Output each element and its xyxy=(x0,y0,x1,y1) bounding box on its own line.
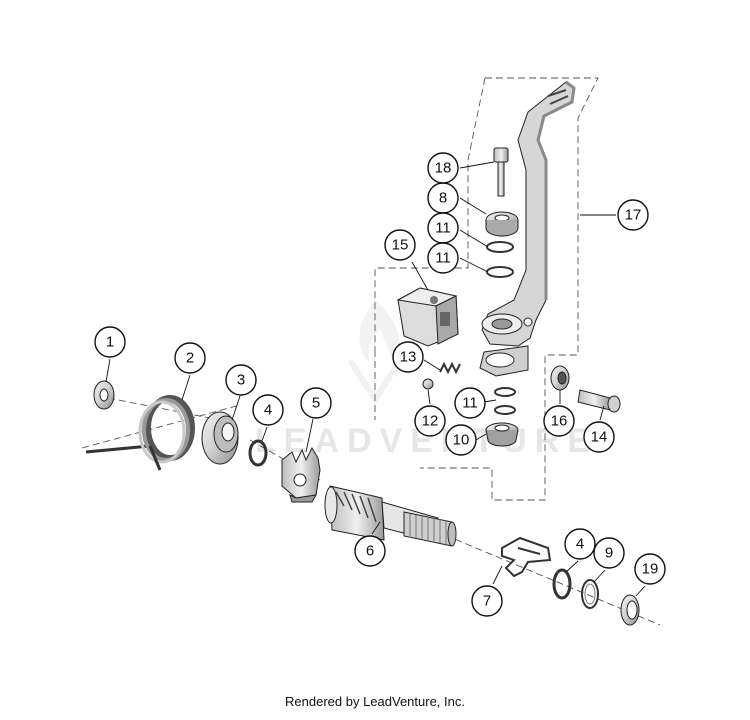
part-13-small-spring xyxy=(439,361,461,375)
svg-text:13: 13 xyxy=(400,349,417,366)
callout-19: 19 xyxy=(634,553,666,585)
part-6-kickstart-shaft xyxy=(324,485,457,547)
callout-4-lower: 4 xyxy=(564,528,596,560)
part-2-spring xyxy=(85,395,195,471)
callout-9: 9 xyxy=(593,537,625,569)
svg-text:15: 15 xyxy=(392,237,409,254)
svg-text:18: 18 xyxy=(435,160,452,177)
callout-16: 16 xyxy=(543,405,575,437)
callout-8: 8 xyxy=(427,182,459,214)
callout-1: 1 xyxy=(94,326,126,358)
svg-text:2: 2 xyxy=(186,350,194,367)
part-4-circlip xyxy=(248,439,268,467)
callout-15: 15 xyxy=(384,229,416,261)
svg-text:10: 10 xyxy=(453,432,470,449)
callout-5: 5 xyxy=(300,387,332,419)
svg-text:8: 8 xyxy=(439,190,447,207)
part-10-bushing-lower xyxy=(485,422,519,447)
part-12-ball xyxy=(422,378,434,390)
callout-2: 2 xyxy=(174,342,206,374)
callout-7: 7 xyxy=(471,585,503,617)
callout-11-b: 11 xyxy=(427,242,459,274)
callout-10: 10 xyxy=(445,424,477,456)
callout-17: 17 xyxy=(617,199,649,231)
svg-text:3: 3 xyxy=(237,372,245,389)
part-9-shim-washer xyxy=(581,579,599,609)
svg-text:19: 19 xyxy=(642,561,659,578)
callout-11-c: 11 xyxy=(454,387,486,419)
part-5-ratchet xyxy=(281,446,321,503)
part-17-kick-lever xyxy=(479,80,576,377)
callout-6: 6 xyxy=(354,535,386,567)
svg-text:14: 14 xyxy=(591,429,608,446)
svg-text:11: 11 xyxy=(462,395,478,412)
callout-12: 12 xyxy=(414,405,446,437)
leader-lines xyxy=(105,161,646,597)
rendered-by-caption: Rendered by LeadVenture, Inc. xyxy=(285,694,465,709)
part-19-seal-ring xyxy=(620,594,640,626)
part-11-o-rings-upper xyxy=(486,241,514,278)
svg-text:17: 17 xyxy=(625,207,642,224)
callout-18: 18 xyxy=(427,152,459,184)
part-18-bolt xyxy=(493,147,509,197)
svg-text:11: 11 xyxy=(435,220,451,237)
callout-4-upper: 4 xyxy=(252,394,284,426)
callout-13: 13 xyxy=(392,341,424,373)
svg-text:12: 12 xyxy=(422,413,439,430)
part-3-bushing xyxy=(201,411,239,465)
part-4-circlip-lower xyxy=(552,568,572,600)
callout-11-a: 11 xyxy=(427,212,459,244)
svg-text:4: 4 xyxy=(264,402,272,419)
part-8-bushing xyxy=(485,211,519,237)
svg-text:5: 5 xyxy=(312,395,320,412)
svg-text:9: 9 xyxy=(605,545,613,562)
svg-text:11: 11 xyxy=(435,250,451,267)
part-16-side-bushing xyxy=(550,365,570,391)
callout-14: 14 xyxy=(583,421,615,453)
part-11-o-rings-lower xyxy=(494,387,516,415)
svg-text:1: 1 xyxy=(106,334,114,351)
part-14-pivot-bolt xyxy=(577,389,621,413)
part-7-spring-clip xyxy=(501,536,552,578)
svg-text:4: 4 xyxy=(576,536,584,553)
svg-text:16: 16 xyxy=(551,413,568,430)
part-15-housing-block xyxy=(396,287,459,347)
svg-text:7: 7 xyxy=(483,593,491,610)
part-1-washer xyxy=(93,380,115,410)
svg-text:6: 6 xyxy=(366,543,374,560)
callout-3: 3 xyxy=(225,364,257,396)
